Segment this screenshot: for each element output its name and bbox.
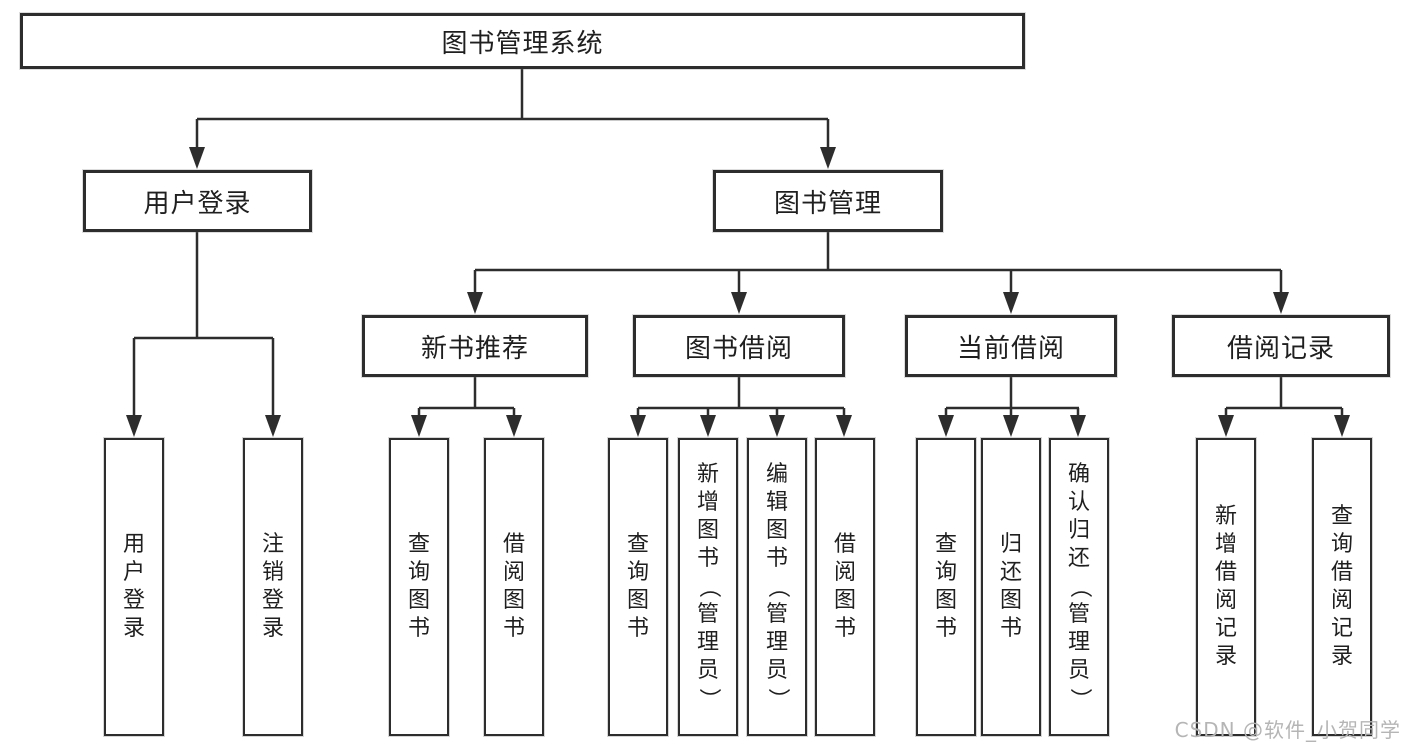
- node-user-login: 用户登录: [83, 170, 312, 232]
- edge-borrow-records-to-leaves: [1224, 377, 1344, 417]
- node-label: 图书管理系统: [441, 28, 604, 59]
- edge-user-login-to-leaves: [132, 232, 275, 417]
- leaf-return-books: 归还图书: [981, 438, 1041, 736]
- node-label: 新书推荐: [420, 333, 529, 364]
- leaf-logout: 注销登录: [243, 438, 303, 736]
- edge-book-mgmt-to-level3: [473, 232, 1283, 294]
- node-label: 查询图书: [626, 532, 649, 641]
- node-label: 编辑图书（管理员）: [764, 462, 790, 711]
- node-label: 借阅图书: [502, 532, 525, 641]
- node-label: 图书管理: [773, 188, 882, 219]
- leaf-query-books: 查询图书: [916, 438, 976, 736]
- node-label: 注销登录: [261, 532, 284, 641]
- node-current-borrowing: 当前借阅: [905, 315, 1117, 377]
- leaf-query-books: 查询图书: [389, 438, 449, 736]
- node-label: 用户登录: [143, 188, 252, 219]
- leaf-edit-books-admin: 编辑图书（管理员）: [747, 438, 807, 736]
- leaf-user-login: 用户登录: [104, 438, 164, 736]
- leaf-confirm-return-admin: 确认归还（管理员）: [1049, 438, 1109, 736]
- node-label: 图书借阅: [684, 333, 793, 364]
- node-label: 查询图书: [407, 532, 430, 641]
- node-label: 借阅记录: [1226, 333, 1335, 364]
- node-book-borrowing: 图书借阅: [633, 315, 845, 377]
- node-label: 新增图书（管理员）: [695, 462, 721, 711]
- leaf-add-books-admin: 新增图书（管理员）: [678, 438, 738, 736]
- node-new-book-recommend: 新书推荐: [362, 315, 588, 377]
- node-book-management: 图书管理: [713, 170, 943, 232]
- node-label: 查询借阅记录: [1330, 504, 1353, 669]
- node-borrow-records: 借阅记录: [1172, 315, 1390, 377]
- edge-new-book-to-leaves: [417, 377, 516, 417]
- node-label: 新增借阅记录: [1214, 504, 1237, 669]
- csdn-watermark: CSDN @软件_小贺同学: [1174, 718, 1401, 742]
- leaf-add-borrow-record: 新增借阅记录: [1196, 438, 1256, 736]
- node-label: 用户登录: [122, 532, 145, 641]
- edge-root-to-level2: [195, 69, 830, 149]
- node-book-management-system: 图书管理系统: [20, 13, 1025, 69]
- leaf-query-books: 查询图书: [608, 438, 668, 736]
- leaf-borrow-books: 借阅图书: [484, 438, 544, 736]
- node-label: 确认归还（管理员）: [1066, 462, 1092, 711]
- edge-book-borrow-to-leaves: [636, 377, 846, 417]
- node-label: 归还图书: [999, 532, 1022, 641]
- edge-current-borrow-to-leaves: [944, 377, 1080, 417]
- arrowheads: [126, 147, 1350, 437]
- leaf-borrow-books: 借阅图书: [815, 438, 875, 736]
- node-label: 借阅图书: [833, 532, 856, 641]
- leaf-query-borrow-record: 查询借阅记录: [1312, 438, 1372, 736]
- node-label: 当前借阅: [956, 333, 1065, 364]
- node-label: 查询图书: [934, 532, 957, 641]
